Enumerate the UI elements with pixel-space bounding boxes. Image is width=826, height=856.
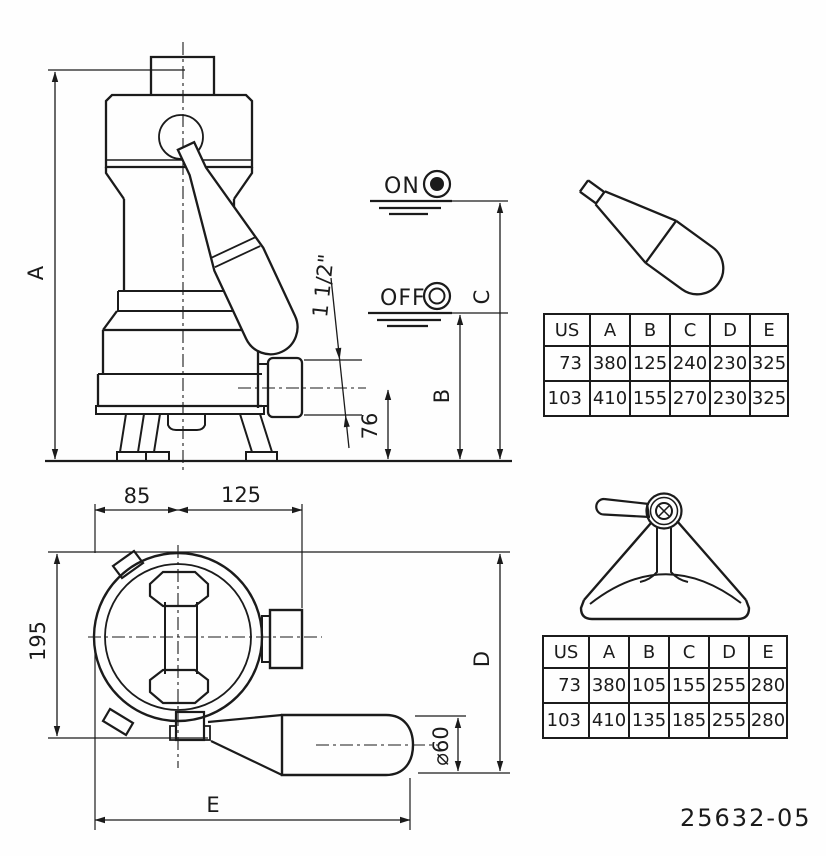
pump-front-view: [95, 42, 366, 472]
table-header-row: US A B C D E: [543, 313, 789, 347]
cell: 325: [749, 380, 789, 417]
cell: 240: [669, 345, 711, 382]
col-header: C: [669, 313, 711, 347]
col-header: US: [543, 313, 591, 347]
cell: 280: [748, 702, 788, 739]
outlet-port-top: [268, 608, 304, 670]
off-indicator-icon: [422, 281, 452, 311]
col-header: B: [628, 635, 670, 669]
dim-label-c: C: [470, 290, 494, 305]
cell: 380: [589, 345, 631, 382]
float-switch-detail: [578, 179, 725, 296]
cell: 125: [629, 345, 671, 382]
col-header: E: [748, 635, 788, 669]
dim-label-195: 195: [26, 621, 50, 661]
table-header-row: US A B C D E: [542, 635, 788, 669]
cell: 155: [668, 667, 710, 704]
cell: 270: [669, 380, 711, 417]
dim-label-125: 125: [221, 483, 261, 507]
dimension-table-top: US A B C D E 73 380 105 155 255 280 103 …: [542, 635, 788, 739]
cell: 155: [629, 380, 671, 417]
on-label: ON: [384, 174, 420, 199]
table-row: 73 380 105 155 255 280: [542, 667, 788, 704]
col-header: D: [709, 313, 751, 347]
col-header: A: [588, 635, 630, 669]
front-view-dimensions: A C B 76 1 1/2": [24, 69, 512, 463]
cell: 255: [708, 667, 750, 704]
table-row: 103 410 155 270 230 325: [543, 380, 789, 417]
cell: 255: [708, 702, 750, 739]
table-row: 73 380 125 240 230 325: [543, 345, 789, 382]
drawing-number: 25632-05: [680, 804, 812, 832]
mounting-tab: [111, 549, 145, 580]
cell: 105: [628, 667, 670, 704]
pump-top-view: [88, 545, 438, 777]
carry-handle: [164, 602, 198, 674]
cell: 73: [542, 667, 590, 704]
cell: 230: [709, 345, 751, 382]
col-header: A: [589, 313, 631, 347]
off-label: OFF: [380, 286, 426, 311]
pump-leg: [238, 413, 274, 453]
cell: 73: [543, 345, 591, 382]
dimension-table-side: US A B C D E 73 380 125 240 230 325 103 …: [543, 313, 789, 417]
outlet-port: [266, 356, 304, 419]
cell: 410: [589, 380, 631, 417]
dim-label-dia60: ⌀60: [429, 726, 453, 765]
on-indicator-icon: [422, 169, 452, 199]
switch-levels: ON OFF: [368, 169, 452, 328]
top-view-dimensions: 85 125 195 D ⌀60 E: [26, 483, 510, 830]
dim-label-85: 85: [124, 484, 151, 508]
float-bracket: [174, 710, 206, 742]
dim-label-76: 76: [358, 413, 382, 440]
water-level-on-icon: [370, 199, 452, 216]
dim-label-b: B: [430, 389, 454, 403]
pump-leg: [118, 413, 146, 453]
dim-label-d: D: [470, 651, 494, 667]
table-row: 103 410 135 185 255 280: [542, 702, 788, 739]
float-switch-front: [176, 140, 299, 356]
water-level-off-icon: [368, 311, 452, 328]
cell: 325: [749, 345, 789, 382]
col-header: E: [749, 313, 789, 347]
cell: 380: [588, 667, 630, 704]
dim-label-a: A: [24, 265, 48, 280]
dim-label-e: E: [206, 793, 219, 817]
screw-icon: [658, 505, 670, 517]
cell: 230: [709, 380, 751, 417]
cell: 103: [543, 380, 591, 417]
col-header: D: [708, 635, 750, 669]
pump-leg: [144, 413, 162, 453]
cell: 280: [748, 667, 788, 704]
cell: 410: [588, 702, 630, 739]
cell: 103: [542, 702, 590, 739]
col-header: C: [668, 635, 710, 669]
col-header: B: [629, 313, 671, 347]
float-holder-bracket: [579, 492, 751, 621]
col-header: US: [542, 635, 590, 669]
cell: 185: [668, 702, 710, 739]
mounting-tab: [101, 707, 135, 737]
bracket-peg: [603, 497, 651, 519]
cell: 135: [628, 702, 670, 739]
bracket-hub: [645, 492, 683, 530]
